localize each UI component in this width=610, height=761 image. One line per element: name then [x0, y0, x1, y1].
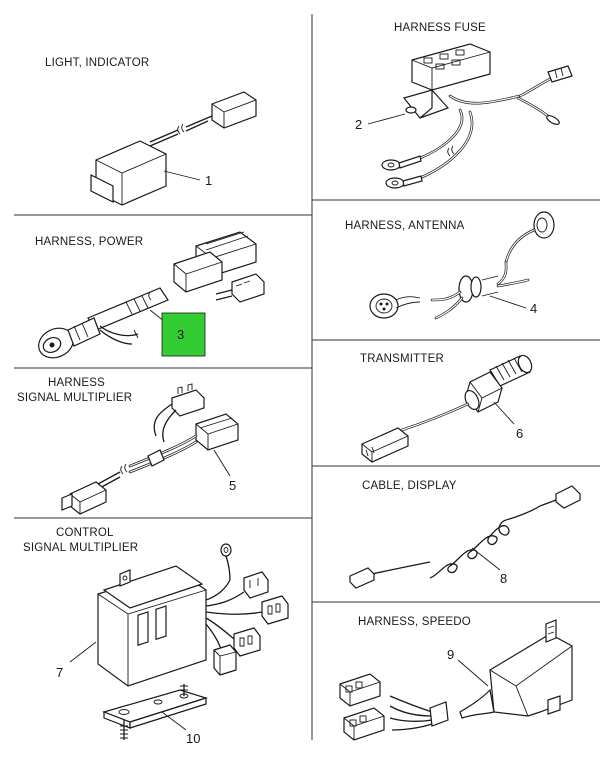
- panel-harness-antenna: HARNESS, ANTENNA: [345, 211, 555, 320]
- callout-2: 2: [355, 117, 362, 132]
- leader-line-4: [489, 295, 527, 309]
- display-cable-drawing: [349, 485, 581, 589]
- signal-harness-drawing: [61, 383, 239, 515]
- power-harness-drawing: [38, 231, 265, 359]
- panel-title-control-signal-multiplier-line1: CONTROL: [56, 527, 114, 539]
- panel-cable-display: CABLE, DISPLAY 8: [349, 480, 581, 589]
- indicator-light-drawing: [90, 91, 257, 206]
- panel-harness-signal-multiplier: HARNESS SIGNAL MULTIPLIER: [17, 377, 239, 515]
- panel-title-harness-signal-multiplier-line2: SIGNAL MULTIPLIER: [17, 392, 132, 404]
- panel-title-harness-speedo: HARNESS, SPEEDO: [358, 616, 471, 628]
- leader-line-10: [161, 711, 187, 731]
- antenna-harness-drawing: [369, 211, 555, 320]
- control-module-drawing: [97, 543, 289, 687]
- speedo-harness-drawing: [339, 619, 573, 741]
- callout-9: 9: [447, 647, 454, 662]
- callout-7: 7: [56, 665, 63, 680]
- panel-title-harness-fuse: HARNESS FUSE: [394, 22, 486, 34]
- callout-6: 6: [516, 426, 523, 441]
- panel-title-harness-power: HARNESS, POWER: [35, 236, 143, 248]
- panel-title-harness-signal-multiplier-line1: HARNESS: [48, 377, 105, 389]
- callout-4: 4: [530, 301, 537, 316]
- leader-line-5: [213, 449, 231, 477]
- leader-line-7: [69, 641, 97, 663]
- panel-title-control-signal-multiplier-line2: SIGNAL MULTIPLIER: [23, 542, 138, 554]
- leader-line-6: [493, 401, 515, 425]
- highlight-box-3: [161, 312, 206, 357]
- fuse-harness-drawing: [381, 43, 573, 189]
- panel-harness-fuse: HARNESS FUSE: [355, 22, 573, 189]
- panel-title-harness-antenna: HARNESS, ANTENNA: [345, 220, 465, 232]
- callout-1: 1: [205, 173, 212, 188]
- leader-line-1: [163, 170, 201, 181]
- leader-line-8: [471, 547, 501, 571]
- bracket-drawing: [102, 684, 209, 740]
- panel-title-cable-display: CABLE, DISPLAY: [362, 480, 457, 492]
- transmitter-drawing: [361, 354, 533, 463]
- panel-control-signal-multiplier: CONTROL SIGNAL MULTIPLIER: [23, 527, 289, 746]
- panel-title-transmitter: TRANSMITTER: [360, 353, 444, 365]
- panel-grid: [14, 14, 600, 740]
- panel-title-light-indicator: LIGHT, INDICATOR: [45, 57, 149, 69]
- callout-3: 3: [177, 327, 184, 342]
- callout-5: 5: [229, 478, 236, 493]
- panel-harness-speedo: HARNESS, SPEEDO 9: [339, 616, 573, 741]
- leader-line-9: [457, 659, 489, 687]
- callout-8: 8: [500, 571, 507, 586]
- panel-harness-power: HARNESS, POWER: [35, 231, 265, 359]
- leader-line-2: [367, 113, 406, 125]
- panel-transmitter: TRANSMITTER 6: [360, 353, 533, 463]
- panel-light-indicator: LIGHT, INDICATOR 1: [45, 57, 257, 206]
- callout-10: 10: [186, 731, 200, 746]
